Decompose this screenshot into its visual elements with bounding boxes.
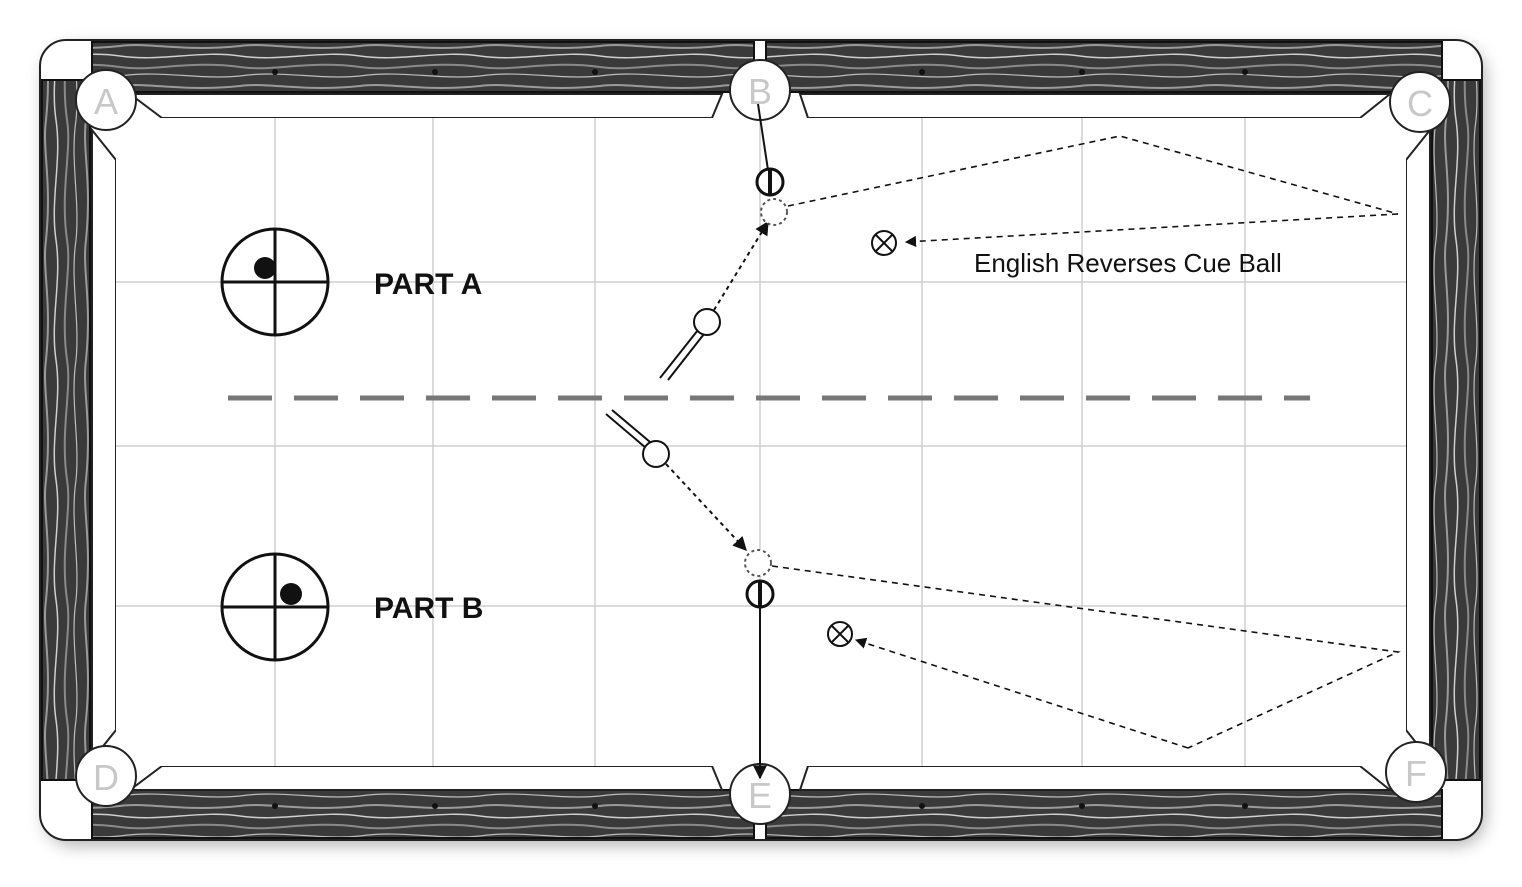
cue-ball-route-a — [787, 135, 1399, 215]
cue-path-b — [665, 463, 747, 552]
tip-position-diagram-a — [220, 227, 330, 337]
cue-path-a — [713, 220, 769, 311]
cushion-top-right — [798, 93, 1393, 119]
cue-ball-route-b — [771, 565, 1401, 749]
bottom-rail-right — [765, 789, 1443, 839]
tip-contact-dot-b — [280, 583, 302, 605]
top-rail-right — [765, 41, 1443, 93]
cue-ball-return-b — [854, 637, 1189, 749]
part-a-label: PART A — [374, 268, 482, 301]
tip-contact-dot-a — [254, 257, 276, 279]
pocket-label-b: B — [748, 71, 772, 112]
shot-b — [605, 409, 1401, 780]
tip-position-diagram-b — [220, 552, 330, 662]
ghost-ball-a — [760, 198, 788, 226]
cue-ball-a — [693, 308, 721, 336]
pocket-label-a: A — [94, 81, 118, 122]
pocket-labels: A B C D E F — [93, 71, 1433, 816]
cue-stick-b — [605, 413, 647, 449]
pocket-label-c: C — [1407, 83, 1433, 124]
english-annotation: English Reverses Cue Ball — [974, 248, 1282, 278]
pocket-label-e: E — [748, 775, 772, 816]
cushions — [91, 93, 1431, 791]
cue-ball-stop-mark-a — [871, 230, 897, 256]
pocket-label-f: F — [1405, 753, 1427, 794]
pocket-d — [75, 745, 137, 807]
left-rail — [41, 79, 91, 781]
cue-ball-stop-mark-b — [827, 621, 853, 647]
part-b-label: PART B — [374, 592, 483, 625]
object-path-a — [757, 103, 769, 171]
cue-ball-return-a — [904, 213, 1399, 248]
pocket-c — [1389, 71, 1451, 133]
bottom-rail-left — [91, 789, 755, 839]
cue-ball-b — [642, 440, 670, 468]
diamonds — [272, 69, 1248, 809]
pocket-label-d: D — [93, 757, 119, 798]
cue-stick-a — [659, 329, 699, 379]
cushion-bottom-right — [798, 765, 1393, 791]
shot-a — [659, 103, 1399, 381]
cushion-right — [1405, 127, 1431, 763]
pocket-f — [1385, 741, 1447, 803]
ghost-ball-b — [744, 549, 772, 577]
right-rail — [1431, 79, 1481, 781]
top-rail-left — [91, 41, 755, 93]
cushion-left — [91, 127, 117, 763]
cushion-top-left — [127, 93, 724, 119]
pocket-a — [75, 69, 137, 131]
cushion-bottom-left — [127, 765, 724, 791]
